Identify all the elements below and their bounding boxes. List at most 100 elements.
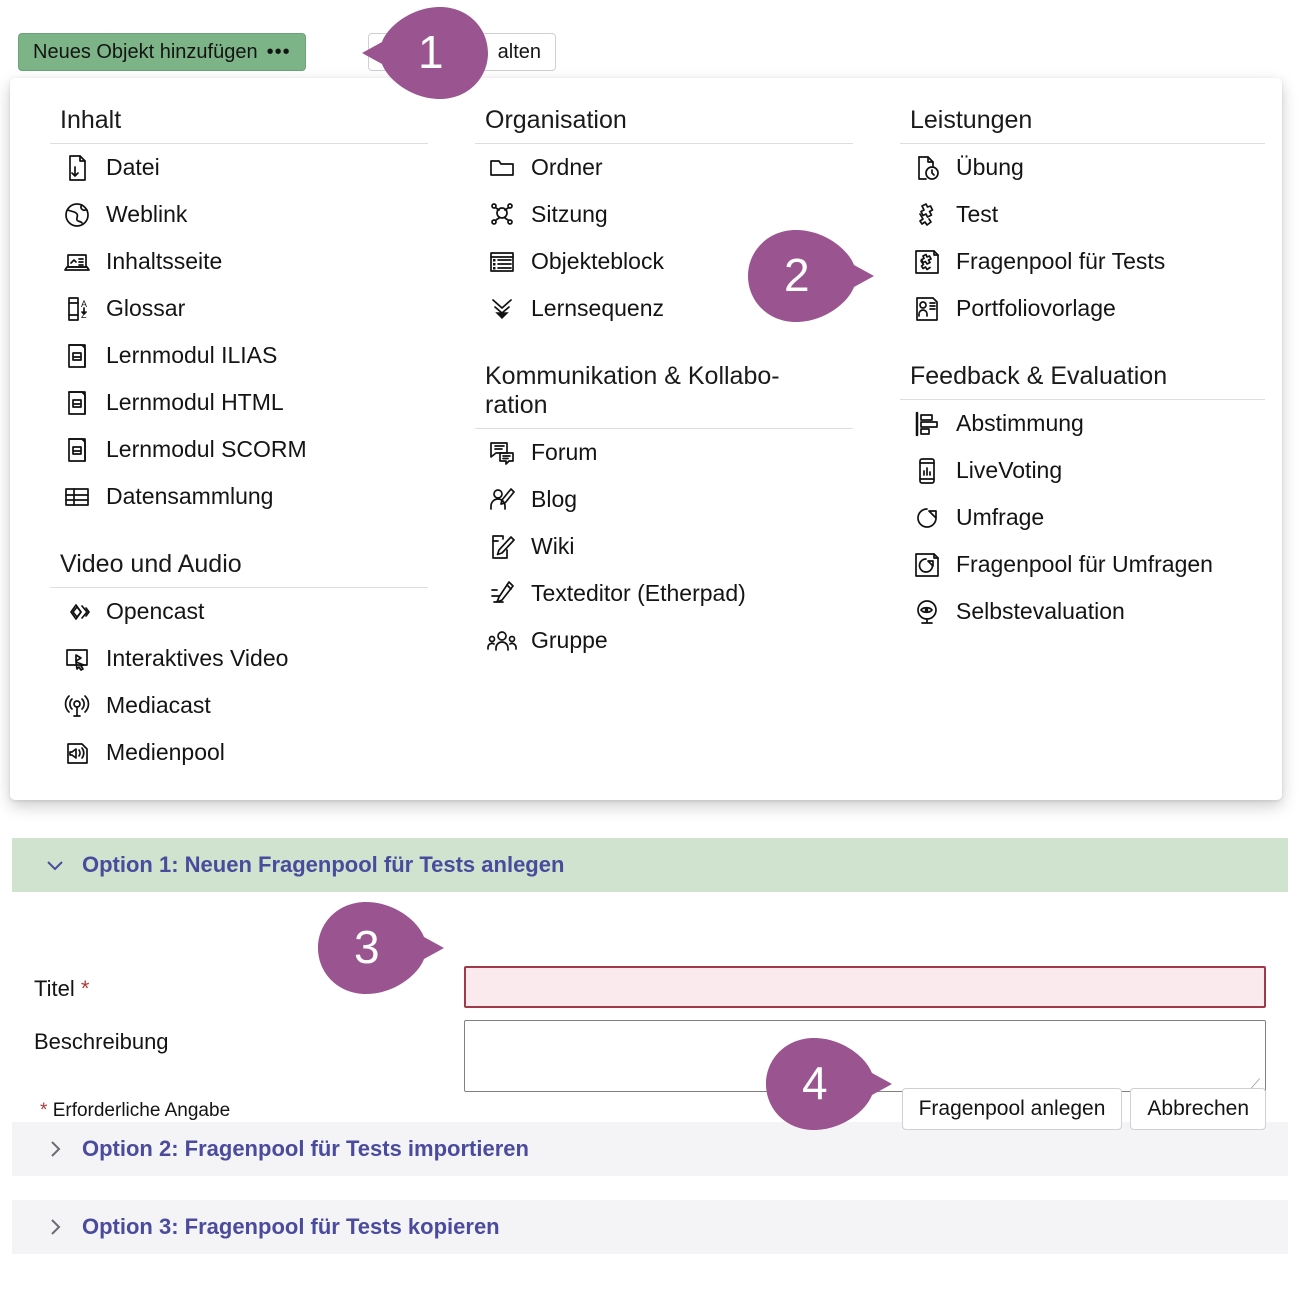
add-object-button-label: Neues Objekt hinzufügen <box>33 40 258 63</box>
dropdown-item-datensammlung[interactable]: Datensammlung <box>50 473 428 520</box>
dropdown-group-title: Organisation <box>475 106 853 144</box>
creation-form: Option 1: Neuen Fragenpool für Tests anl… <box>0 838 1300 1254</box>
dropdown-item-portfoliovorlage[interactable]: Portfoliovorlage <box>900 285 1265 332</box>
required-note-text: Erforderliche Angabe <box>52 1100 231 1121</box>
dropdown-item-test[interactable]: Test <box>900 191 1265 238</box>
chevron-right-icon <box>42 1136 68 1162</box>
dropdown-item-sitzung[interactable]: Sitzung <box>475 191 853 238</box>
cancel-button[interactable]: Abbrechen <box>1130 1088 1266 1130</box>
dropdown-item-label: LiveVoting <box>956 457 1063 483</box>
dropdown-item-lernmodul-html[interactable]: Lernmodul HTML <box>50 379 428 426</box>
callout-badge-4-number: 4 <box>802 1057 828 1109</box>
dropdown-item-label: Lernmodul SCORM <box>106 436 307 462</box>
create-pool-button[interactable]: Fragenpool anlegen <box>901 1088 1123 1130</box>
dropdown-item-ordner[interactable]: Ordner <box>475 144 853 191</box>
dropdown-item-label: Glossar <box>106 295 186 321</box>
dropdown-group-title: Kommunikation & Kollabo- ration <box>475 362 853 429</box>
puzzle-pool-icon <box>910 245 944 279</box>
dropdown-item-label: Blog <box>531 486 578 512</box>
learning-module-icon <box>60 339 94 373</box>
callout-badge-2-number: 2 <box>784 249 810 301</box>
option-1-header[interactable]: Option 1: Neuen Fragenpool für Tests anl… <box>12 838 1288 892</box>
speaker-icon <box>60 736 94 770</box>
dropdown-item-interaktives-video[interactable]: Interaktives Video <box>50 635 428 682</box>
callout-badge-2: 2 <box>748 230 876 322</box>
svg-text:Z: Z <box>81 310 87 320</box>
dropdown-item-label: Mediacast <box>106 692 211 718</box>
pencil-lines-icon <box>485 577 519 611</box>
dropdown-item-bung[interactable]: Übung <box>900 144 1265 191</box>
dropdown-item-fragenpool-f-r-tests[interactable]: Fragenpool für Tests <box>900 238 1265 285</box>
dropdown-item-blog[interactable]: Blog <box>475 476 853 523</box>
required-asterisk: * <box>80 976 90 1001</box>
exercise-clock-icon <box>910 151 944 185</box>
person-pencil-icon <box>485 483 519 517</box>
dropdown-item-abstimmung[interactable]: Abstimmung <box>900 400 1265 447</box>
form-button-row: Fragenpool anlegen Abbrechen <box>901 1088 1266 1130</box>
dropdown-item-label: Forum <box>531 439 598 465</box>
dropdown-item-umfrage[interactable]: Umfrage <box>900 494 1265 541</box>
option-3-header[interactable]: Option 3: Fragenpool für Tests kopieren <box>12 1200 1288 1254</box>
dropdown-item-datei[interactable]: Datei <box>50 144 428 191</box>
dropdown-item-label: Umfrage <box>956 504 1045 530</box>
forum-bubbles-icon <box>485 436 519 470</box>
dropdown-item-label: Fragenpool für Umfragen <box>956 551 1213 577</box>
dropdown-item-label: Inhaltsseite <box>106 248 223 274</box>
dropdown-group-title: Feedback & Evaluation <box>900 362 1265 400</box>
dropdown-item-label: Selbstevaluation <box>956 598 1125 624</box>
dropdown-item-fragenpool-f-r-umfragen[interactable]: Fragenpool für Umfragen <box>900 541 1265 588</box>
callout-badge-1-number: 1 <box>418 26 444 78</box>
option-3-header-label: Option 3: Fragenpool für Tests kopieren <box>82 1214 500 1239</box>
dropdown-item-gruppe[interactable]: Gruppe <box>475 617 853 664</box>
opencast-diamond-icon <box>60 595 94 629</box>
dropdown-item-label: Objekteblock <box>531 248 664 274</box>
dropdown-item-selbstevaluation[interactable]: Selbstevaluation <box>900 588 1265 635</box>
add-object-button[interactable]: Neues Objekt hinzufügen ••• <box>18 33 306 71</box>
resize-grip-icon[interactable]: ⟋ <box>1251 1076 1261 1091</box>
dropdown-item-label: Übung <box>956 154 1024 180</box>
title-label-text: Titel <box>34 976 75 1001</box>
title-input[interactable] <box>464 966 1266 1008</box>
dropdown-item-texteditor-etherpad[interactable]: Texteditor (Etherpad) <box>475 570 853 617</box>
behind-button-label: alten <box>497 40 541 63</box>
learning-module-icon <box>60 433 94 467</box>
dropdown-item-lernmodul-ilias[interactable]: Lernmodul ILIAS <box>50 332 428 379</box>
dropdown-item-weblink[interactable]: Weblink <box>50 191 428 238</box>
dropdown-item-opencast[interactable]: Opencast <box>50 588 428 635</box>
phone-chart-icon <box>910 454 944 488</box>
option-1-header-label: Option 1: Neuen Fragenpool für Tests anl… <box>82 852 565 877</box>
dropdown-item-lernmodul-scorm[interactable]: Lernmodul SCORM <box>50 426 428 473</box>
title-label: Titel * <box>34 976 89 1002</box>
object-block-icon <box>485 245 519 279</box>
session-nodes-icon <box>485 198 519 232</box>
dropdown-item-label: Opencast <box>106 598 205 624</box>
learning-module-icon <box>60 386 94 420</box>
dropdown-item-inhaltsseite[interactable]: Inhaltsseite <box>50 238 428 285</box>
dropdown-item-wiki[interactable]: Wiki <box>475 523 853 570</box>
dropdown-item-label: Datei <box>106 154 160 180</box>
dropdown-item-label: Test <box>956 201 999 227</box>
option-1-body: Titel * Beschreibung ⟋ * Erforderliche A… <box>12 892 1288 1130</box>
bar-poll-icon <box>910 407 944 441</box>
broadcast-icon <box>60 689 94 723</box>
dropdown-item-mediacast[interactable]: Mediacast <box>50 682 428 729</box>
dropdown-item-livevoting[interactable]: LiveVoting <box>900 447 1265 494</box>
dropdown-item-forum[interactable]: Forum <box>475 429 853 476</box>
dropdown-group-title: Video und Audio <box>50 550 428 588</box>
dropdown-item-label: Texteditor (Etherpad) <box>531 580 746 606</box>
dropdown-item-label: Lernsequenz <box>531 295 664 321</box>
required-note-asterisk: * <box>40 1100 48 1121</box>
dropdown-item-label: Datensammlung <box>106 483 274 509</box>
dropdown-item-objekteblock[interactable]: Objekteblock <box>475 238 853 285</box>
dropdown-item-medienpool[interactable]: Medienpool <box>50 729 428 776</box>
dropdown-item-label: Ordner <box>531 154 603 180</box>
dropdown-item-lernsequenz[interactable]: Lernsequenz <box>475 285 853 332</box>
option-2-header[interactable]: Option 2: Fragenpool für Tests importier… <box>12 1122 1288 1176</box>
pie-survey-icon <box>910 501 944 535</box>
